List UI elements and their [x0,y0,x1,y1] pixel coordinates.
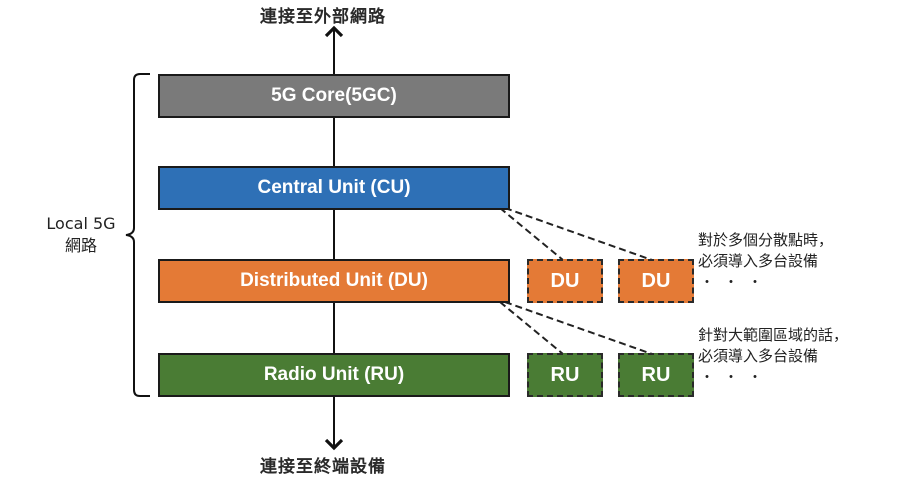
ru-note: 針對大範圍區域的話， 必須導入多台設備 [698,325,848,367]
group-bracket [125,73,150,397]
du-replica-box: DU [618,259,694,303]
local-5g-label: Local 5G 網路 [34,213,128,257]
du-replica-box: DU [527,259,603,303]
du-ellipsis: ・・・ [700,274,772,290]
dashed-du-ru2 [504,301,653,355]
local-5g-label-line2: 網路 [64,236,97,255]
du-note-line1: 對於多個分散點時， [698,231,834,249]
du-note-line2: 必須導入多台設備 [698,252,819,270]
ru-replica-box: RU [527,353,603,397]
local-5g-label-line1: Local 5G [46,214,116,233]
central-unit-box: Central Unit (CU) [158,166,510,210]
external-network-label: 連接至外部網路 [260,7,386,27]
dashed-cu-du1 [499,207,564,261]
ru-ellipsis: ・・・ [700,369,772,385]
radio-unit-box: Radio Unit (RU) [158,353,510,397]
ru-note-line2: 必須導入多台設備 [698,347,819,365]
du-note: 對於多個分散點時， 必須導入多台設備 [698,230,833,272]
ru-note-line1: 針對大範圍區域的話， [698,326,849,344]
terminal-device-label: 連接至終端設備 [260,457,386,477]
ru-replica-box: RU [618,353,694,397]
core-5gc-box: 5G Core(5GC) [158,74,510,118]
dashed-du-ru1 [499,301,564,355]
dashed-cu-du2 [504,207,653,261]
distributed-unit-box: Distributed Unit (DU) [158,259,510,303]
